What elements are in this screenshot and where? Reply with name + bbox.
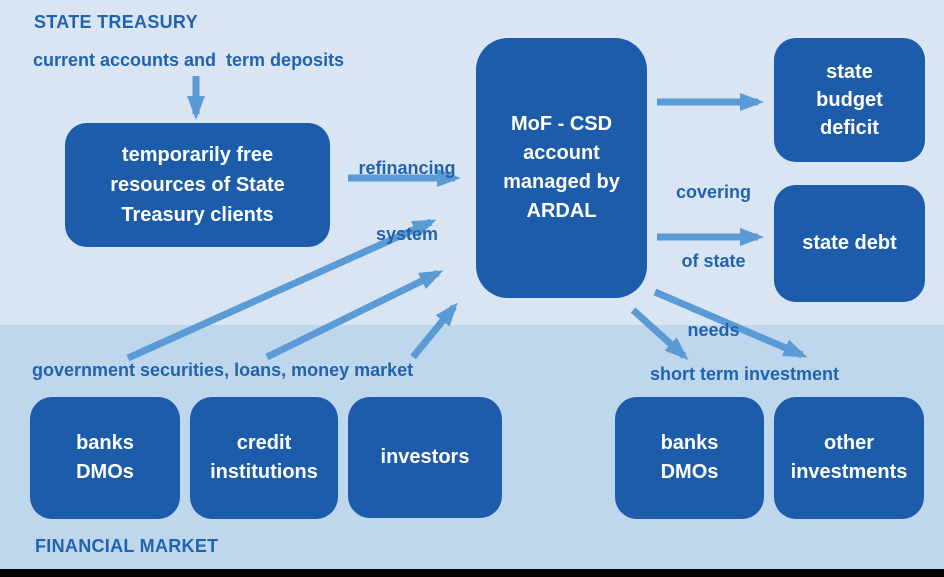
box-line: deficit	[820, 117, 879, 139]
box-line: resources of State	[110, 174, 285, 196]
box-line: DMOs	[660, 461, 719, 483]
box-line: banks	[76, 432, 134, 454]
covering-line: of state	[681, 251, 746, 271]
box-line: managed by	[503, 171, 620, 193]
box-line: budget	[816, 89, 883, 111]
investors-box: investors	[348, 397, 502, 518]
financial-market-heading: FINANCIAL MARKET	[35, 536, 219, 556]
box-line: other	[824, 432, 874, 454]
box-line: Treasury clients	[121, 204, 274, 226]
mof-csd-account-box: MoF - CSD account managed by ARDAL	[476, 38, 647, 298]
refinancing-line: refinancing	[358, 158, 456, 178]
short-term-investment-label: short term investment	[650, 364, 840, 384]
banks-dmos-left-box: banks DMOs	[30, 397, 180, 519]
box-line: institutions	[210, 461, 318, 483]
box-line: state debt	[802, 232, 897, 254]
government-securities-label: government securities, loans, money mark…	[32, 360, 414, 380]
temp-free-resources-box: temporarily free resources of State Trea…	[65, 123, 330, 247]
state-budget-deficit-box: state budget deficit	[774, 38, 925, 162]
box-line: investments	[790, 461, 908, 483]
bottom-frame-bar	[0, 569, 944, 577]
box-line: temporarily free	[121, 144, 274, 166]
credit-institutions-box: credit institutions	[190, 397, 338, 519]
covering-state-needs-label: covering of state needs	[661, 135, 766, 388]
state-debt-box: state debt	[774, 185, 925, 302]
refinancing-line: system	[375, 224, 439, 244]
box-line: DMOs	[76, 461, 134, 483]
other-investments-box: other investments	[774, 397, 924, 519]
box-line: banks	[660, 432, 719, 454]
banks-dmos-right-box: banks DMOs	[615, 397, 764, 519]
covering-line: needs	[687, 320, 740, 340]
box-line: account	[523, 142, 600, 164]
covering-line: covering	[675, 182, 752, 202]
box-line: credit	[236, 432, 292, 454]
state-treasury-heading: STATE TREASURY	[34, 12, 198, 32]
current-accounts-label: current accounts and term deposits	[33, 50, 345, 70]
box-line: investors	[380, 446, 470, 468]
box-line: ARDAL	[526, 200, 597, 222]
refinancing-system-label: refinancing system	[348, 113, 466, 289]
box-line: state	[826, 61, 873, 83]
box-line: MoF - CSD	[510, 113, 613, 135]
